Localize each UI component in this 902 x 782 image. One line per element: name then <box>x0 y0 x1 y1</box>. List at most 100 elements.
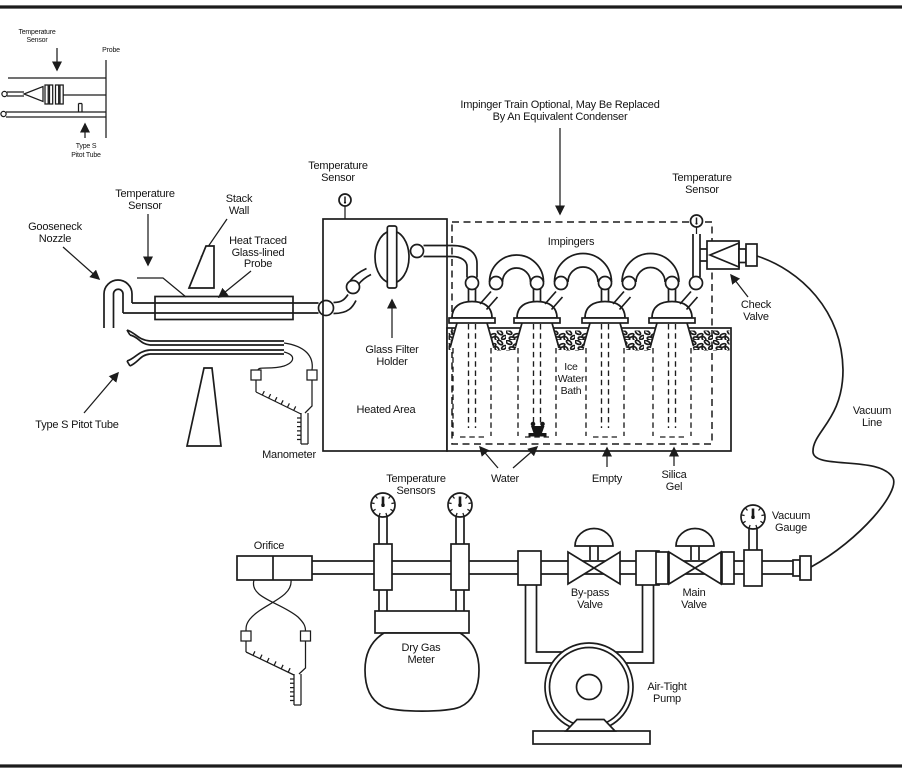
check-valve-coupling <box>745 243 758 267</box>
inset-probe-sheath <box>8 60 107 138</box>
inset-thermocouple-ring <box>1 90 8 98</box>
heat-traced-probe-label: Heat Traced <box>229 235 287 247</box>
pitot-leads <box>257 342 313 371</box>
filter-temp-sensor-label: Temperature <box>308 160 368 172</box>
pitot-label-arrow <box>83 371 119 414</box>
orifice-manometer-scale <box>252 651 294 702</box>
heat-traced-probe-label: Probe <box>244 258 272 270</box>
air-tight-pump-label: Pump <box>653 693 681 705</box>
water-label: Water <box>491 473 519 485</box>
glass-filter-holder-label: Glass Filter <box>365 344 419 356</box>
inset-pitot-label: Type S <box>76 143 97 150</box>
inset-pitot-ring <box>0 110 7 118</box>
meter-temp-gauge <box>446 491 474 519</box>
main-valve <box>693 550 722 586</box>
inset-temperature-sensor-label: Sensor <box>27 37 49 44</box>
dry-gas-meter-pot <box>364 632 480 712</box>
manometer-tap <box>250 369 262 381</box>
ice-water-bath-label: Water <box>558 373 585 385</box>
impinger-note-label: Impinger Train Optional, May Be Replaced <box>460 99 659 111</box>
stack-wall-lower <box>185 367 222 447</box>
meter-temp-gauge <box>369 491 397 519</box>
manometer-tap <box>306 369 318 381</box>
orifice-body <box>236 555 313 581</box>
gooseneck-nozzle-label: Nozzle <box>39 233 72 245</box>
vacuum-line-curve <box>756 255 895 568</box>
vacuum-gauge-stem <box>748 529 758 550</box>
glass-filter-plate <box>386 225 398 289</box>
dry-gas-meter-label: Dry Gas <box>402 642 442 654</box>
vacuum-line-label: Line <box>862 417 882 429</box>
bypass-valve-dome <box>574 527 614 547</box>
main-valve-coupling <box>721 551 735 585</box>
probe-temp-sensor-label: Sensor <box>128 200 162 212</box>
water-arrow <box>512 446 539 469</box>
check-valve-label: Check <box>741 299 772 311</box>
main-valve-label: Main <box>682 587 705 599</box>
outlet-temp-sensor-label: Temperature <box>672 172 732 184</box>
probe-thermocouple-lead <box>137 277 187 298</box>
vacuum-gauge-label: Vacuum <box>772 510 810 522</box>
probe-sheath <box>154 295 294 321</box>
heated-area-label: Heated Area <box>357 404 417 416</box>
filter-inlet-tube <box>349 267 372 285</box>
meter-temp-sensors-label: Temperature <box>386 473 446 485</box>
meter-drop-pipes <box>378 590 465 611</box>
filter-temp-sensor <box>338 193 352 207</box>
orifice-label: Orifice <box>254 540 284 552</box>
stack-wall-label: Stack <box>226 193 253 205</box>
ice-water-bath-label: Ice <box>564 361 578 373</box>
pump-base <box>532 730 651 745</box>
silica-gel-label: Gel <box>666 481 683 493</box>
glass-filter-holder-label: Holder <box>376 356 408 368</box>
filter-inlet-elbow <box>333 294 357 315</box>
probe-tip-inset: Temperature Sensor Probe Type S Pitot Tu… <box>0 29 120 159</box>
filter-outlet-ball-joint <box>409 243 425 259</box>
inset-thermocouple-blocks <box>44 84 64 105</box>
main-valve-coupling <box>655 551 669 585</box>
heated-area-box: Temperature Sensor Glass Filter Holder H… <box>308 160 448 452</box>
gauge-stems <box>378 517 465 544</box>
inset-pitot-label: Pitot Tube <box>71 152 101 159</box>
main-valve-label: Valve <box>681 599 707 611</box>
orifice-taps <box>245 579 307 632</box>
vacuum-line-label: Vacuum <box>853 405 891 417</box>
probe-ball-joint <box>317 299 335 317</box>
stack-manometer: Manometer <box>250 369 318 461</box>
check-valve-arrow <box>730 273 749 298</box>
pitot-fork <box>126 329 151 367</box>
vacuum-gauge <box>739 503 767 531</box>
manometer-tap <box>299 630 312 642</box>
main-valve <box>668 550 697 586</box>
manometer-scale <box>261 390 301 441</box>
manometer-label: Manometer <box>262 449 316 461</box>
meter-outlet-tee <box>450 543 470 591</box>
bypass-left-tee <box>517 550 542 586</box>
dry-gas-meter-collar <box>374 610 470 634</box>
meter-inlet-tee <box>373 543 393 591</box>
filter-to-impinger-pipe <box>423 244 478 278</box>
silica-gel-label: Silica <box>661 469 687 481</box>
heat-traced-probe-label: Glass-lined <box>232 247 285 259</box>
orifice-manometer-body <box>245 641 307 706</box>
outlet-temp-sensor-label: Sensor <box>685 184 719 196</box>
pipe-end-coupling <box>799 555 812 581</box>
stack-section: Gooseneck Nozzle Temperature Sensor Stac… <box>28 188 335 447</box>
air-tight-pump-label: Air-Tight <box>647 681 686 693</box>
inset-temperature-sensor-label: Temperature <box>18 29 55 36</box>
stack-wall-label: Wall <box>229 205 249 217</box>
probe-liner <box>123 302 319 314</box>
water-arrow <box>479 445 499 469</box>
bypass-valve-label: Valve <box>577 599 603 611</box>
vacuum-gauge-label: Gauge <box>775 522 807 534</box>
gooseneck-nozzle <box>103 279 133 328</box>
pitot-tube-label: Type S Pitot Tube <box>35 419 119 431</box>
inset-probe-label: Probe <box>102 47 120 54</box>
gooseneck-nozzle-label: Gooseneck <box>28 221 83 233</box>
inset-thermocouple-stem <box>7 91 24 97</box>
empty-label: Empty <box>592 473 623 485</box>
bypass-valve-label: By-pass <box>571 587 610 599</box>
vacuum-gauge-tee <box>743 549 763 587</box>
check-valve-coupling <box>738 248 747 264</box>
